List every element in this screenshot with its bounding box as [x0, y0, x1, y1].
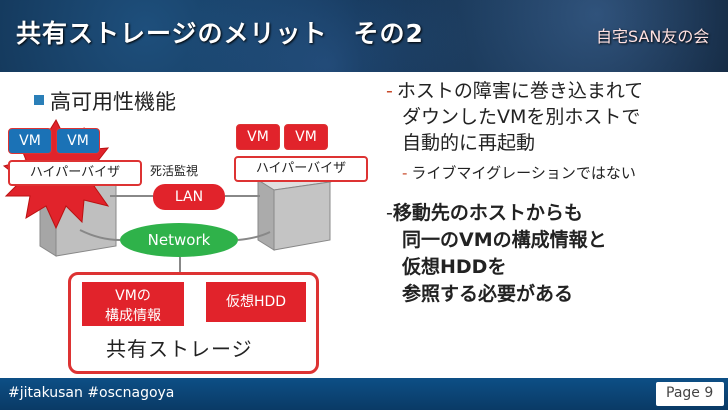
- left-bullet-text: 高可用性機能: [50, 90, 176, 114]
- vm-right-1: VM: [236, 124, 280, 150]
- b1-text-1: ホストの障害に巻き込まれて: [396, 80, 644, 102]
- sub-text: ライブマイグレーションではない: [411, 164, 636, 182]
- right-bullet-1-line3: 自動的に再起動: [402, 132, 536, 154]
- lan-node: LAN: [153, 184, 225, 210]
- right-bullet-2-line2: 同一のVMの構成情報と: [402, 229, 607, 251]
- right-bullet-1-line2: ダウンしたVMを別ホストで: [402, 106, 641, 128]
- page-number: Page 9: [666, 385, 714, 401]
- header-glow: [0, 0, 728, 72]
- hypervisor-right: ハイパーバイザ: [234, 156, 368, 182]
- vm-config-line2: 構成情報: [105, 308, 161, 324]
- b2-text-1: 移動先のホストからも: [392, 202, 583, 224]
- vm-config-box: VMの 構成情報: [82, 282, 184, 326]
- bullet-square-icon: [34, 95, 44, 105]
- monitor-label: 死活監視: [150, 164, 199, 178]
- right-bullet-2-line1: -移動先のホストからも: [386, 198, 583, 225]
- slide-footer: #jitakusan #oscnagoya Page 9: [0, 378, 728, 410]
- slide-header: 共有ストレージのメリット その2 自宅SAN友の会: [0, 0, 728, 72]
- slide-title: 共有ストレージのメリット その2: [16, 19, 424, 48]
- dash-2: -: [386, 202, 393, 224]
- shared-storage-label: 共有ストレージ: [106, 337, 253, 361]
- right-bullet-2-line4: 参照する必要がある: [402, 283, 574, 305]
- virtual-hdd-box: 仮想HDD: [206, 282, 306, 322]
- vm-right-2: VM: [284, 124, 328, 150]
- vm-left-2: VM: [56, 128, 100, 154]
- page-number-box: Page 9: [656, 382, 724, 406]
- vm-config-line1: VMの: [115, 288, 151, 304]
- dash-sub: -: [402, 164, 408, 182]
- right-bullet-1-line1: -ホストの障害に巻き込まれて: [386, 76, 643, 103]
- right-server-icon: [256, 171, 332, 251]
- dash-1: -: [386, 80, 393, 102]
- right-sub-bullet: -ライブマイグレーションではない: [402, 162, 636, 183]
- hashtags: #jitakusan #oscnagoya: [8, 385, 175, 401]
- right-bullet-2-line3: 仮想HDDを: [402, 256, 507, 278]
- hypervisor-left: ハイパーバイザ: [8, 160, 142, 186]
- network-node: Network: [120, 223, 238, 257]
- brand-label: 自宅SAN友の会: [596, 27, 710, 46]
- vm-left-1: VM: [8, 128, 52, 154]
- left-bullet: 高可用性機能: [34, 86, 176, 116]
